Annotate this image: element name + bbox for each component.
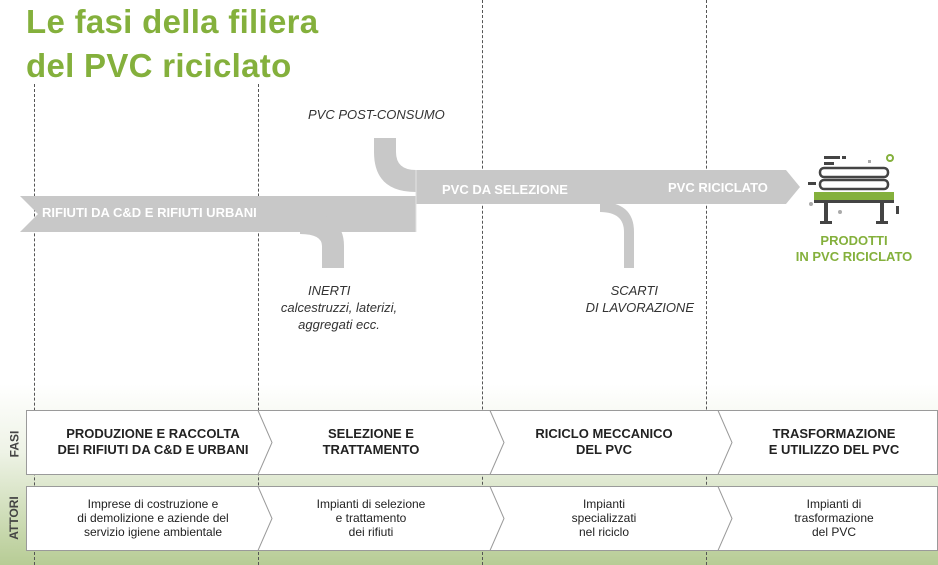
inerti-detail-1: calcestruzzi, laterizi, <box>280 300 398 315</box>
inerti-outflow <box>300 212 344 268</box>
scarti-outflow <box>600 202 634 268</box>
inerti-title: INERTI <box>308 283 351 298</box>
column-divider-2 <box>258 84 259 565</box>
column-divider-4 <box>706 0 707 565</box>
flow-label-rifiuti: RIFIUTI DA C&D E RIFIUTI URBANI <box>42 205 257 220</box>
note-inerti: INERTI calcestruzzi, laterizi, aggregati… <box>256 282 422 333</box>
flow-label-pvc-riciclato: PVC RICICLATO <box>668 180 768 195</box>
page-title: Le fasi della filiera del PVC riciclato <box>26 0 333 88</box>
scarti-line-1: SCARTI <box>610 283 658 298</box>
title-line-1: Le fasi della filiera <box>26 0 333 44</box>
material-flow-diagram <box>20 138 800 268</box>
flow-label-pvc-selezione: PVC DA SELEZIONE <box>442 182 568 197</box>
note-scarti: SCARTI DI LAVORAZIONE <box>540 282 694 316</box>
main-flow-right <box>416 170 800 204</box>
products-label: PRODOTTI IN PVC RICICLATO <box>784 233 924 265</box>
column-divider-3 <box>482 0 483 565</box>
actors-row-label: ATTORI <box>7 496 21 540</box>
products-line-1: PRODOTTI <box>820 233 888 248</box>
products-line-2: IN PVC RICICLATO <box>795 249 913 264</box>
inerti-detail-2: aggregati ecc. <box>298 317 380 332</box>
actors-row-frame <box>26 486 938 551</box>
column-divider-1 <box>34 84 35 565</box>
note-post-consumo: PVC POST-CONSUMO <box>308 107 445 122</box>
bench-icon <box>808 154 899 224</box>
phases-row-label: FASI <box>7 430 22 458</box>
post-consumo-inflow <box>374 138 416 192</box>
scarti-line-2: DI LAVORAZIONE <box>585 300 694 315</box>
title-line-2: del PVC riciclato <box>26 44 306 88</box>
